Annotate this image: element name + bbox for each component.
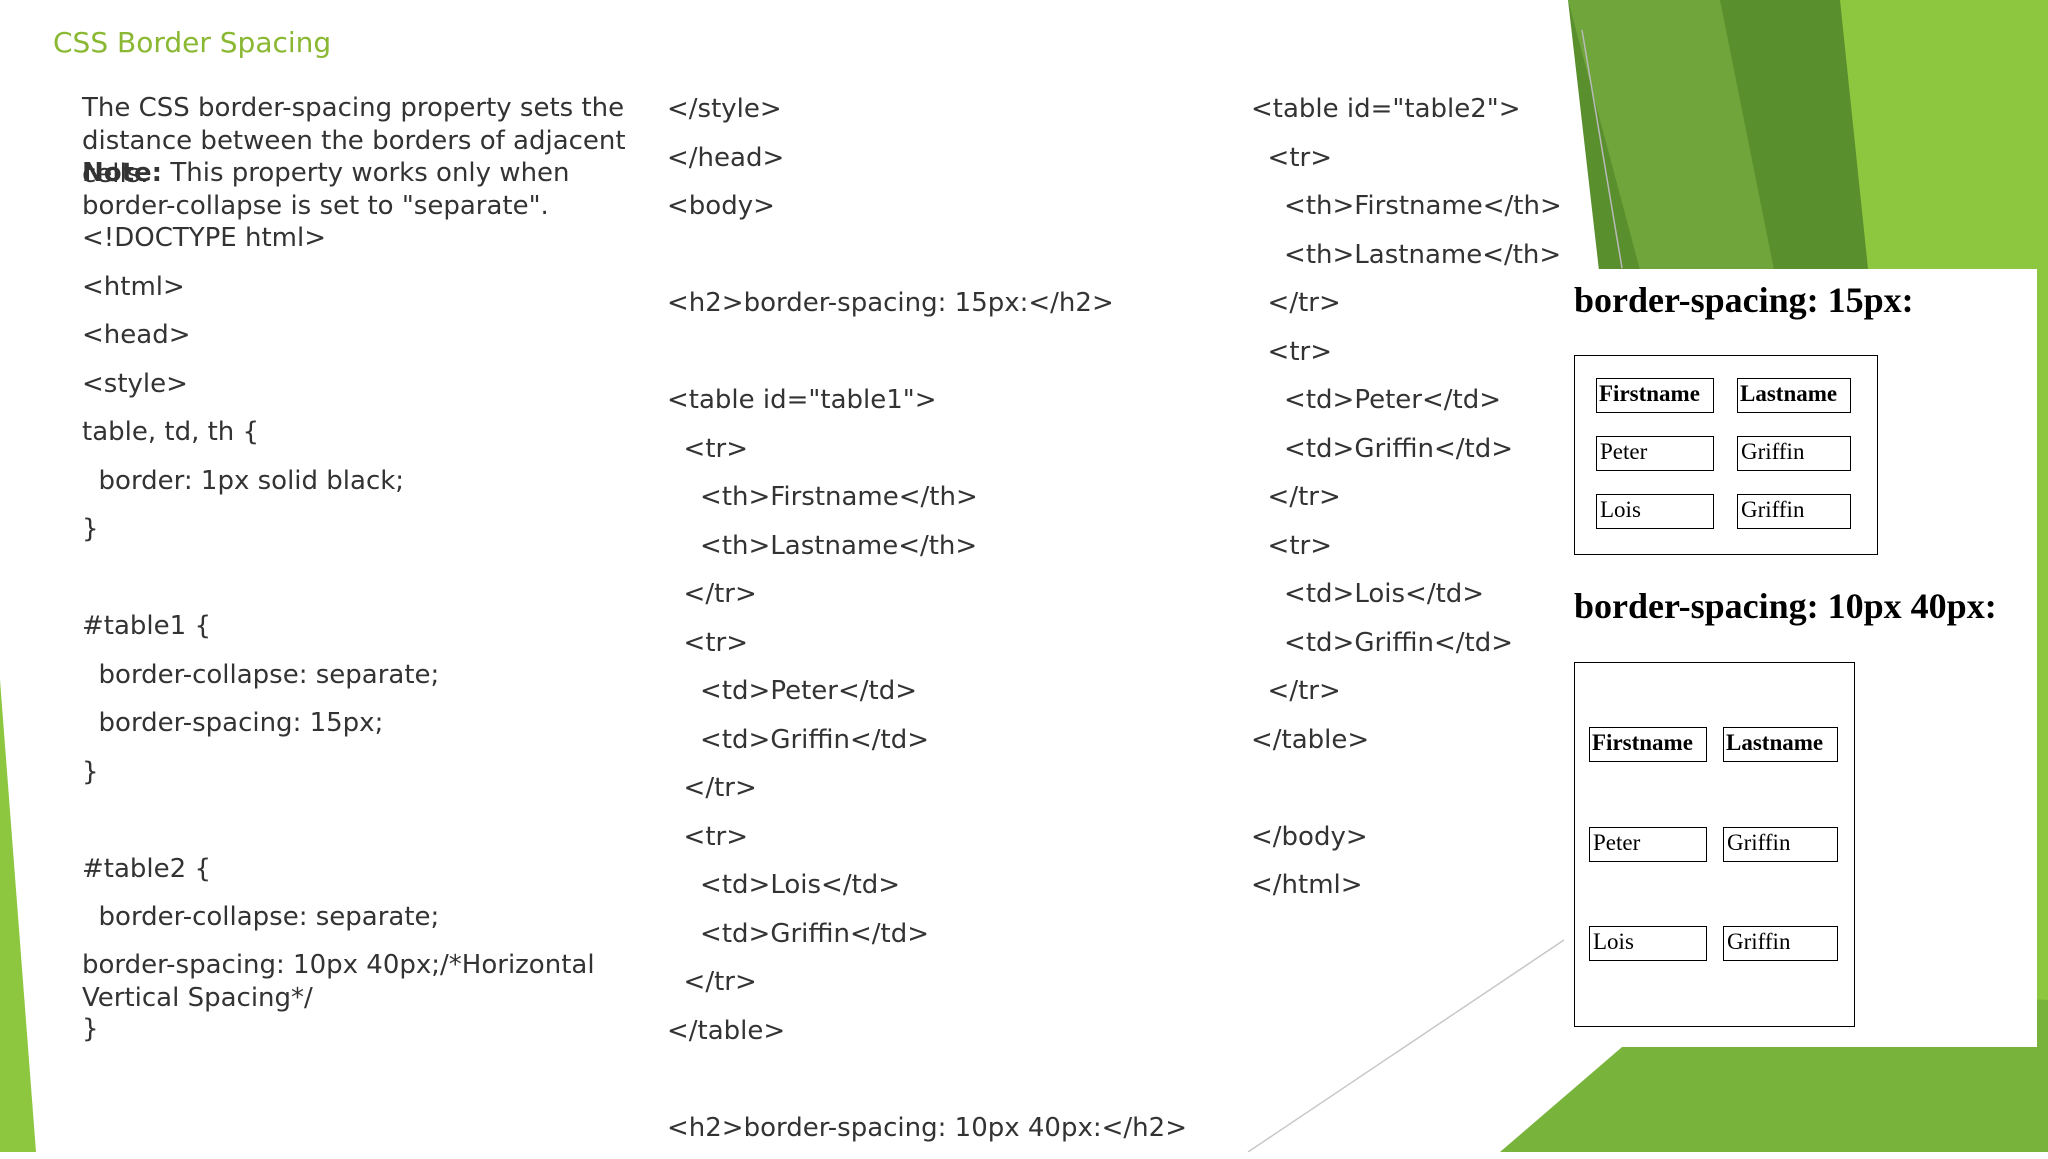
code-line <box>1251 771 1571 820</box>
code-line: </tr> <box>1251 286 1571 335</box>
intro-paragraph: The CSS border-spacing property sets the… <box>82 92 657 141</box>
deco-shape-left-sliver <box>0 680 36 1152</box>
table2-cell-lois: Lois <box>1589 926 1707 961</box>
note-paragraph: Note: This property works only when bord… <box>82 157 657 206</box>
code-line: <!DOCTYPE html> <box>82 221 657 270</box>
code-line: border: 1px solid black; <box>82 464 657 513</box>
code-line: #table2 { <box>82 852 657 901</box>
code-line: <td>Griffin</td> <box>667 917 1227 966</box>
code-line <box>667 238 1227 287</box>
code-line: <body> <box>667 189 1227 238</box>
code-line: <tr> <box>667 820 1227 869</box>
code-line: <table id="table1"> <box>667 383 1227 432</box>
code-line: <td>Griffin</td> <box>1251 432 1571 481</box>
code-lines-3: <table id="table2"> <tr> <th>Firstname</… <box>1251 92 1571 917</box>
output-table-2: Firstname Lastname Peter Griffin Lois Gr… <box>1574 662 1855 1027</box>
code-line: </tr> <box>667 771 1227 820</box>
code-line: <tr> <box>667 626 1227 675</box>
code-line: </table> <box>1251 723 1571 772</box>
code-line-wrapped: border-spacing: 10px 40px;/*Horizontal V… <box>82 949 657 998</box>
note-label: Note: <box>82 158 162 188</box>
table1-cell-griffin-1: Griffin <box>1737 436 1851 471</box>
table2-header-firstname: Firstname <box>1589 727 1707 762</box>
code-line: </body> <box>1251 820 1571 869</box>
code-line: <td>Griffin</td> <box>667 723 1227 772</box>
code-line: </html> <box>1251 868 1571 917</box>
code-line-closing: } <box>82 1012 657 1061</box>
code-column-2: </style></head><body> <h2>border-spacing:… <box>667 92 1227 1159</box>
rendered-output-panel: border-spacing: 15px: Firstname Lastname… <box>1564 269 2037 1047</box>
code-line: table, td, th { <box>82 415 657 464</box>
code-line: <style> <box>82 367 657 416</box>
code-line: <td>Peter</td> <box>667 674 1227 723</box>
code-line: border-collapse: separate; <box>82 658 657 707</box>
table1-header-firstname: Firstname <box>1596 378 1714 413</box>
code-line: } <box>82 512 657 561</box>
code-line: <td>Griffin</td> <box>1251 626 1571 675</box>
code-line: <td>Peter</td> <box>1251 383 1571 432</box>
code-line: </tr> <box>667 965 1227 1014</box>
code-line: <th>Firstname</th> <box>1251 189 1571 238</box>
table2-header-lastname: Lastname <box>1723 727 1838 762</box>
code-line: border-collapse: separate; <box>82 900 657 949</box>
table1-cell-peter: Peter <box>1596 436 1714 471</box>
code-line: <tr> <box>667 432 1227 481</box>
output-heading-2: border-spacing: 10px 40px: <box>1574 585 1997 627</box>
code-line: <head> <box>82 318 657 367</box>
code-line: border-spacing: 15px; <box>82 706 657 755</box>
code-line <box>667 335 1227 384</box>
code-column-1: The CSS border-spacing property sets the… <box>82 92 657 1061</box>
code-line <box>82 561 657 610</box>
code-line: </tr> <box>1251 480 1571 529</box>
deco-thin-line-bottom <box>1248 940 1564 1152</box>
code-line: </head> <box>667 141 1227 190</box>
code-line: } <box>82 755 657 804</box>
code-column-3: <table id="table2"> <tr> <th>Firstname</… <box>1251 92 1571 917</box>
code-lines-1: <!DOCTYPE html><html><head><style>table,… <box>82 221 657 949</box>
code-lines-2: </style></head><body> <h2>border-spacing:… <box>667 92 1227 1159</box>
code-line: <h2>border-spacing: 15px:</h2> <box>667 286 1227 335</box>
output-table-1: Firstname Lastname Peter Griffin Lois Gr… <box>1574 355 1878 555</box>
table2-cell-griffin-1: Griffin <box>1723 827 1838 862</box>
code-line: <html> <box>82 270 657 319</box>
table2-cell-peter: Peter <box>1589 827 1707 862</box>
code-line: <td>Lois</td> <box>667 868 1227 917</box>
table1-cell-griffin-2: Griffin <box>1737 494 1851 529</box>
code-line <box>667 1062 1227 1111</box>
code-line: </table> <box>667 1014 1227 1063</box>
slide-title: CSS Border Spacing <box>53 26 331 59</box>
code-line: <tr> <box>1251 335 1571 384</box>
code-line: </tr> <box>667 577 1227 626</box>
code-line <box>82 803 657 852</box>
code-line: <table id="table2"> <box>1251 92 1571 141</box>
code-line: </style> <box>667 92 1227 141</box>
code-line: <td>Lois</td> <box>1251 577 1571 626</box>
code-line: #table1 { <box>82 609 657 658</box>
code-line: <tr> <box>1251 141 1571 190</box>
table1-cell-lois: Lois <box>1596 494 1714 529</box>
code-line: <th>Lastname</th> <box>1251 238 1571 287</box>
code-line: </tr> <box>1251 674 1571 723</box>
code-line: <th>Firstname</th> <box>667 480 1227 529</box>
table1-header-lastname: Lastname <box>1737 378 1851 413</box>
output-heading-1: border-spacing: 15px: <box>1574 279 1914 321</box>
code-line: <th>Lastname</th> <box>667 529 1227 578</box>
table2-cell-griffin-2: Griffin <box>1723 926 1838 961</box>
code-line: <tr> <box>1251 529 1571 578</box>
